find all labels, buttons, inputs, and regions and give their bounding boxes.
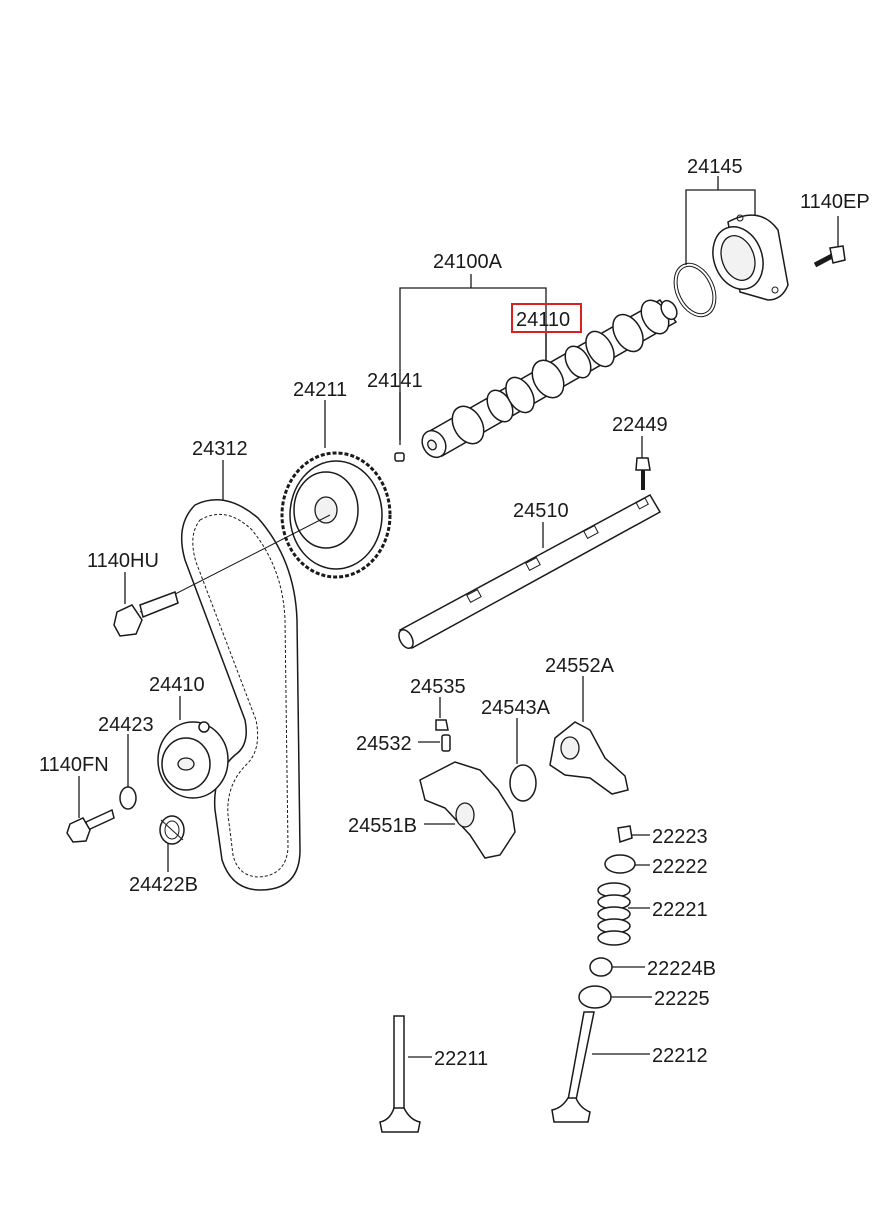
leader-lines (78, 176, 839, 1058)
bolt-1140fn (66, 808, 115, 843)
label-1140ep: 1140EP (800, 191, 870, 213)
highlight-box-24110 (511, 303, 582, 333)
label-22211: 22211 (434, 1048, 488, 1070)
label-24312: 24312 (192, 438, 248, 460)
label-24551b: 24551B (348, 815, 417, 837)
camshaft-housing (673, 214, 789, 318)
valve-22211 (379, 1015, 421, 1133)
spring-retainer (604, 854, 636, 874)
label-24422b: 24422B (129, 874, 198, 896)
part-labels: 24145 1140EP 24100A 24110 24141 24211 24… (39, 156, 870, 1070)
timing-belt (180, 499, 301, 891)
bolt-22449 (635, 457, 651, 490)
label-22225: 22225 (654, 988, 710, 1010)
camshaft-sprocket (280, 451, 392, 579)
o-ring-24543a (509, 764, 537, 802)
label-24410: 24410 (149, 674, 205, 696)
label-24141: 24141 (367, 370, 423, 392)
valve-retainer-22223 (617, 825, 633, 843)
rocker-arm-24551b (419, 761, 516, 859)
label-24145: 24145 (687, 156, 743, 178)
dowel-pin (394, 452, 405, 462)
bolt-1140hu (113, 514, 331, 637)
label-22221: 22221 (652, 899, 708, 921)
label-22212: 22212 (652, 1045, 708, 1067)
label-24532: 24532 (356, 733, 412, 755)
label-24211: 24211 (293, 379, 347, 401)
label-22222: 22222 (652, 856, 708, 878)
tensioner-spring (159, 815, 185, 845)
spring-seat (578, 985, 612, 1009)
label-22224b: 22224B (647, 958, 716, 980)
nut-24535 (435, 719, 449, 731)
label-24423: 24423 (98, 714, 154, 736)
label-24100a: 24100A (433, 251, 503, 273)
label-24543a: 24543A (481, 697, 551, 719)
label-22223: 22223 (652, 826, 708, 848)
bolt-1140ep (813, 245, 846, 268)
rocker-arm-24552a (549, 721, 629, 795)
label-24110: 24110 (516, 309, 570, 331)
washer (119, 786, 137, 810)
label-24552a: 24552A (545, 655, 615, 677)
label-22449: 22449 (612, 414, 668, 436)
rocker-shaft (398, 493, 662, 650)
label-1140fn: 1140FN (39, 754, 109, 776)
stem-seal (589, 957, 613, 977)
belt-tensioner (157, 721, 229, 799)
valve-22212 (551, 1011, 595, 1123)
label-24535: 24535 (410, 676, 466, 698)
pin-24532 (441, 734, 451, 752)
label-24510: 24510 (513, 500, 569, 522)
label-1140hu: 1140HU (87, 550, 159, 572)
valve-spring (597, 882, 631, 946)
camshaft (421, 299, 678, 459)
